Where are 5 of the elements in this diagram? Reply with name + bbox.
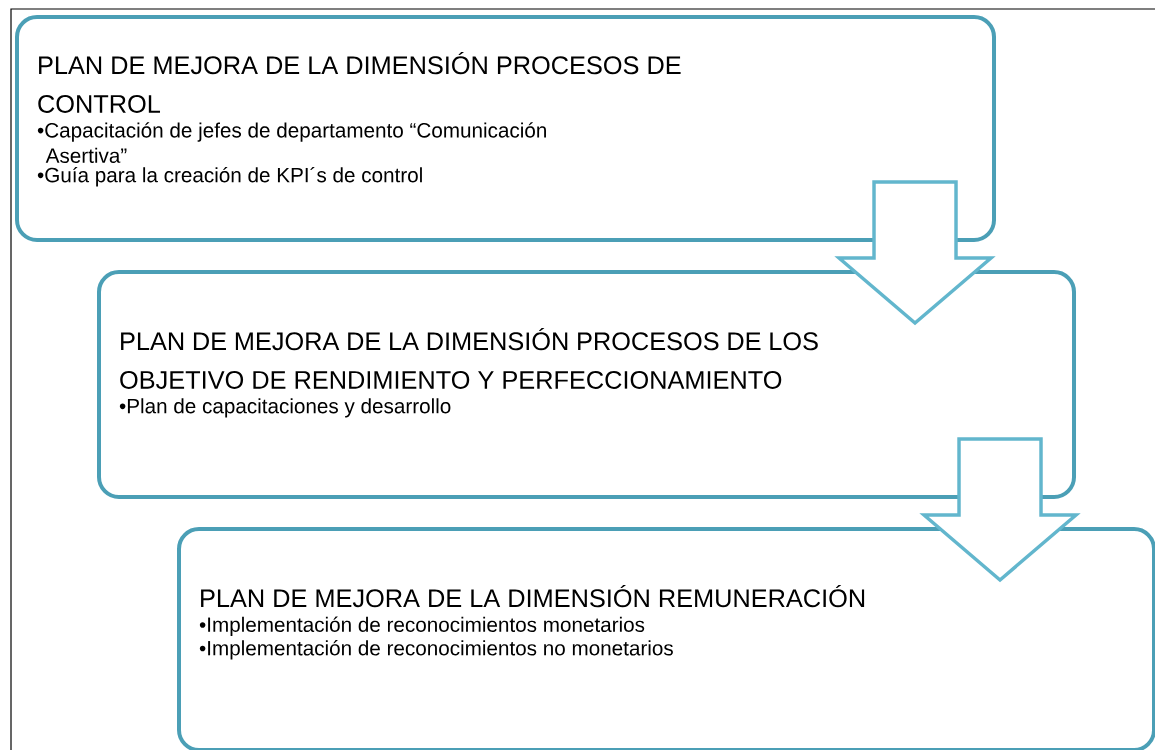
block-arrow xyxy=(834,180,996,326)
block-arrow xyxy=(919,437,1081,583)
process-box: PLAN DE MEJORA DE LA DIMENSIÓN PROCESOS DE LOS OBJETIVO DE RENDIMIENTO Y PERFECCIONAMIENTO •Plan de capacitaciones y desarrollo xyxy=(97,270,1076,499)
process-box: PLAN DE MEJORA DE LA DIMENSIÓN REMUNERACIÓN •Implementación de reconocimientos monetarios •Implementación de reconocimientos no monetarios xyxy=(177,527,1155,750)
process-box: PLAN DE MEJORA DE LA DIMENSIÓN PROCESOS DE CONTROL •Capacitación de jefes de departamento “Comunicación Asertiva” •Guía para la creación de KPI´s de control xyxy=(15,15,996,242)
